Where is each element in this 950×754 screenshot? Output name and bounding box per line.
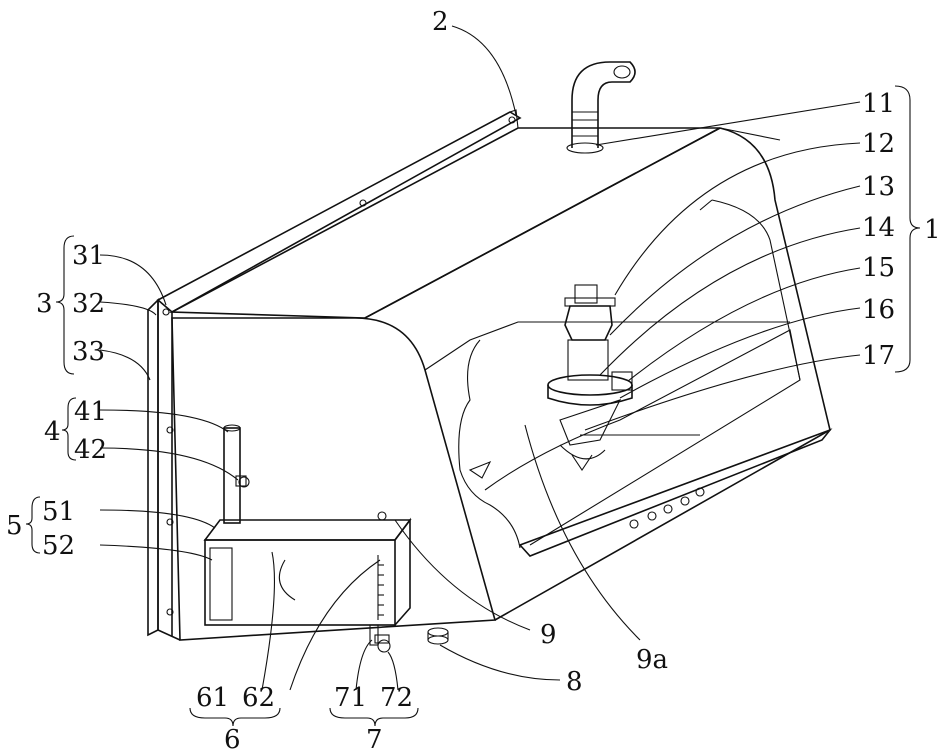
label-41: 41 [74, 397, 107, 427]
leader-lines [100, 26, 860, 690]
label-3: 3 [36, 289, 53, 319]
label-14: 14 [862, 213, 895, 243]
label-1: 1 [924, 215, 941, 245]
label-72: 72 [380, 683, 413, 713]
label-16: 16 [862, 295, 895, 325]
label-51: 51 [42, 497, 75, 527]
exhaust-duct [567, 62, 635, 153]
label-11: 11 [862, 89, 895, 119]
label-32: 32 [72, 289, 105, 319]
label-15: 15 [862, 253, 895, 283]
braces [26, 86, 920, 726]
hood-housing [172, 128, 830, 640]
fan-assembly [548, 285, 632, 470]
label-13: 13 [862, 172, 895, 202]
label-7: 7 [366, 725, 383, 754]
inlet-pipe [224, 425, 249, 523]
tank-scale [378, 565, 384, 615]
label-71: 71 [334, 683, 367, 713]
label-8: 8 [566, 667, 583, 697]
label-42: 42 [74, 435, 107, 465]
water-tank [205, 512, 410, 625]
label-31: 31 [72, 241, 105, 271]
label-9a: 9a [636, 645, 668, 675]
label-9: 9 [540, 620, 557, 650]
label-61: 61 [196, 683, 229, 713]
outlet-valve [370, 625, 390, 652]
label-17: 17 [862, 341, 895, 371]
label-12: 12 [862, 129, 895, 159]
label-2: 2 [432, 7, 449, 37]
mounting-plate [148, 110, 520, 640]
drain-port [428, 628, 448, 644]
label-5: 5 [6, 511, 23, 541]
label-33: 33 [72, 337, 105, 367]
reference-labels: 2 11 12 13 14 15 16 17 1 3 31 32 33 4 41… [6, 7, 941, 754]
label-6: 6 [224, 725, 241, 754]
label-62: 62 [242, 683, 275, 713]
label-4: 4 [44, 417, 61, 447]
label-52: 52 [42, 531, 75, 561]
